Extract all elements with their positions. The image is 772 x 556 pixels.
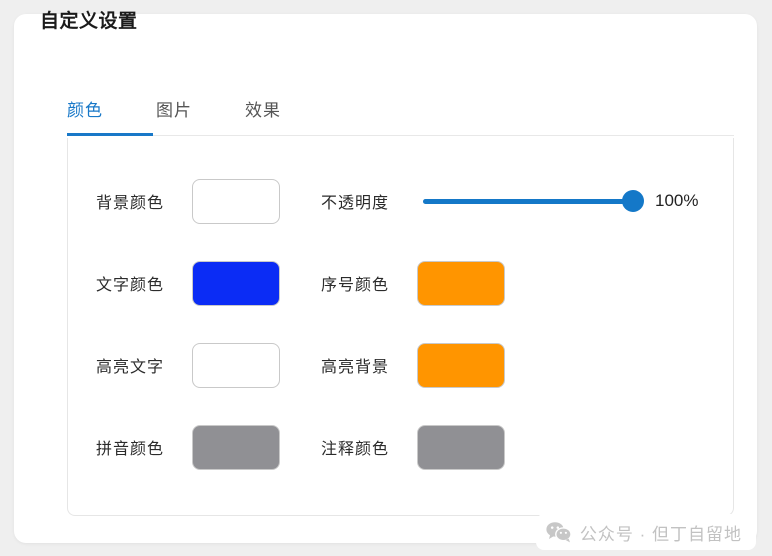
opacity-slider-wrap: 100% — [423, 190, 698, 212]
label-background-color: 背景颜色 — [96, 195, 165, 212]
setting-row: 文字颜色 序号颜色 — [68, 242, 733, 324]
watermark-text: 公众号 · 但丁自留地 — [579, 524, 742, 544]
setting-row: 背景颜色 不透明度 100% — [68, 160, 733, 242]
label-text-color: 文字颜色 — [96, 277, 165, 294]
opacity-slider[interactable] — [423, 190, 644, 212]
settings-rows: 背景颜色 不透明度 100% — [68, 160, 733, 488]
swatch-number-color[interactable] — [417, 260, 505, 306]
slider-thumb[interactable] — [622, 190, 644, 212]
field-text-color: 文字颜色 — [96, 260, 321, 306]
swatch-annotation-color[interactable] — [417, 424, 505, 470]
swatch-text-color[interactable] — [192, 260, 280, 306]
tab-colors[interactable]: 颜色 — [67, 101, 103, 120]
setting-row: 拼音颜色 注释颜色 — [68, 406, 733, 488]
swatch-pinyin-color[interactable] — [192, 424, 280, 470]
tab-baseline — [67, 135, 734, 136]
setting-row: 高亮文字 高亮背景 — [68, 324, 733, 406]
label-highlight-background-color: 高亮背景 — [321, 359, 390, 376]
field-pinyin-color: 拼音颜色 — [96, 424, 321, 470]
slider-fill — [423, 199, 633, 204]
tab-strip: 颜色 图片 效果 — [67, 96, 734, 136]
field-annotation-color: 注释颜色 — [321, 424, 505, 470]
tab-images[interactable]: 图片 — [156, 101, 192, 120]
field-opacity: 不透明度 100% — [321, 189, 698, 213]
settings-card: 颜色 图片 效果 背景颜色 不透明度 — [14, 14, 757, 543]
swatch-highlight-text-color[interactable] — [192, 342, 280, 388]
label-opacity: 不透明度 — [321, 195, 390, 212]
swatch-background-color[interactable] — [192, 178, 280, 224]
label-pinyin-color: 拼音颜色 — [96, 441, 165, 458]
field-number-color: 序号颜色 — [321, 260, 505, 306]
tab-effects[interactable]: 效果 — [245, 101, 281, 120]
label-annotation-color: 注释颜色 — [321, 441, 390, 458]
field-background-color: 背景颜色 — [96, 178, 321, 224]
label-number-color: 序号颜色 — [321, 277, 390, 294]
opacity-value: 100% — [655, 191, 699, 210]
tab-active-underline — [67, 133, 153, 136]
watermark: 公众号 · 但丁自留地 — [535, 514, 756, 550]
label-highlight-text-color: 高亮文字 — [96, 359, 165, 376]
wechat-icon — [546, 521, 572, 543]
field-highlight-text-color: 高亮文字 — [96, 342, 321, 388]
page-title: 自定义设置 — [40, 11, 138, 32]
field-highlight-background-color: 高亮背景 — [321, 342, 505, 388]
swatch-highlight-background-color[interactable] — [417, 342, 505, 388]
tab-bar: 颜色 图片 效果 — [67, 96, 734, 138]
settings-panel: 背景颜色 不透明度 100% — [67, 138, 734, 516]
